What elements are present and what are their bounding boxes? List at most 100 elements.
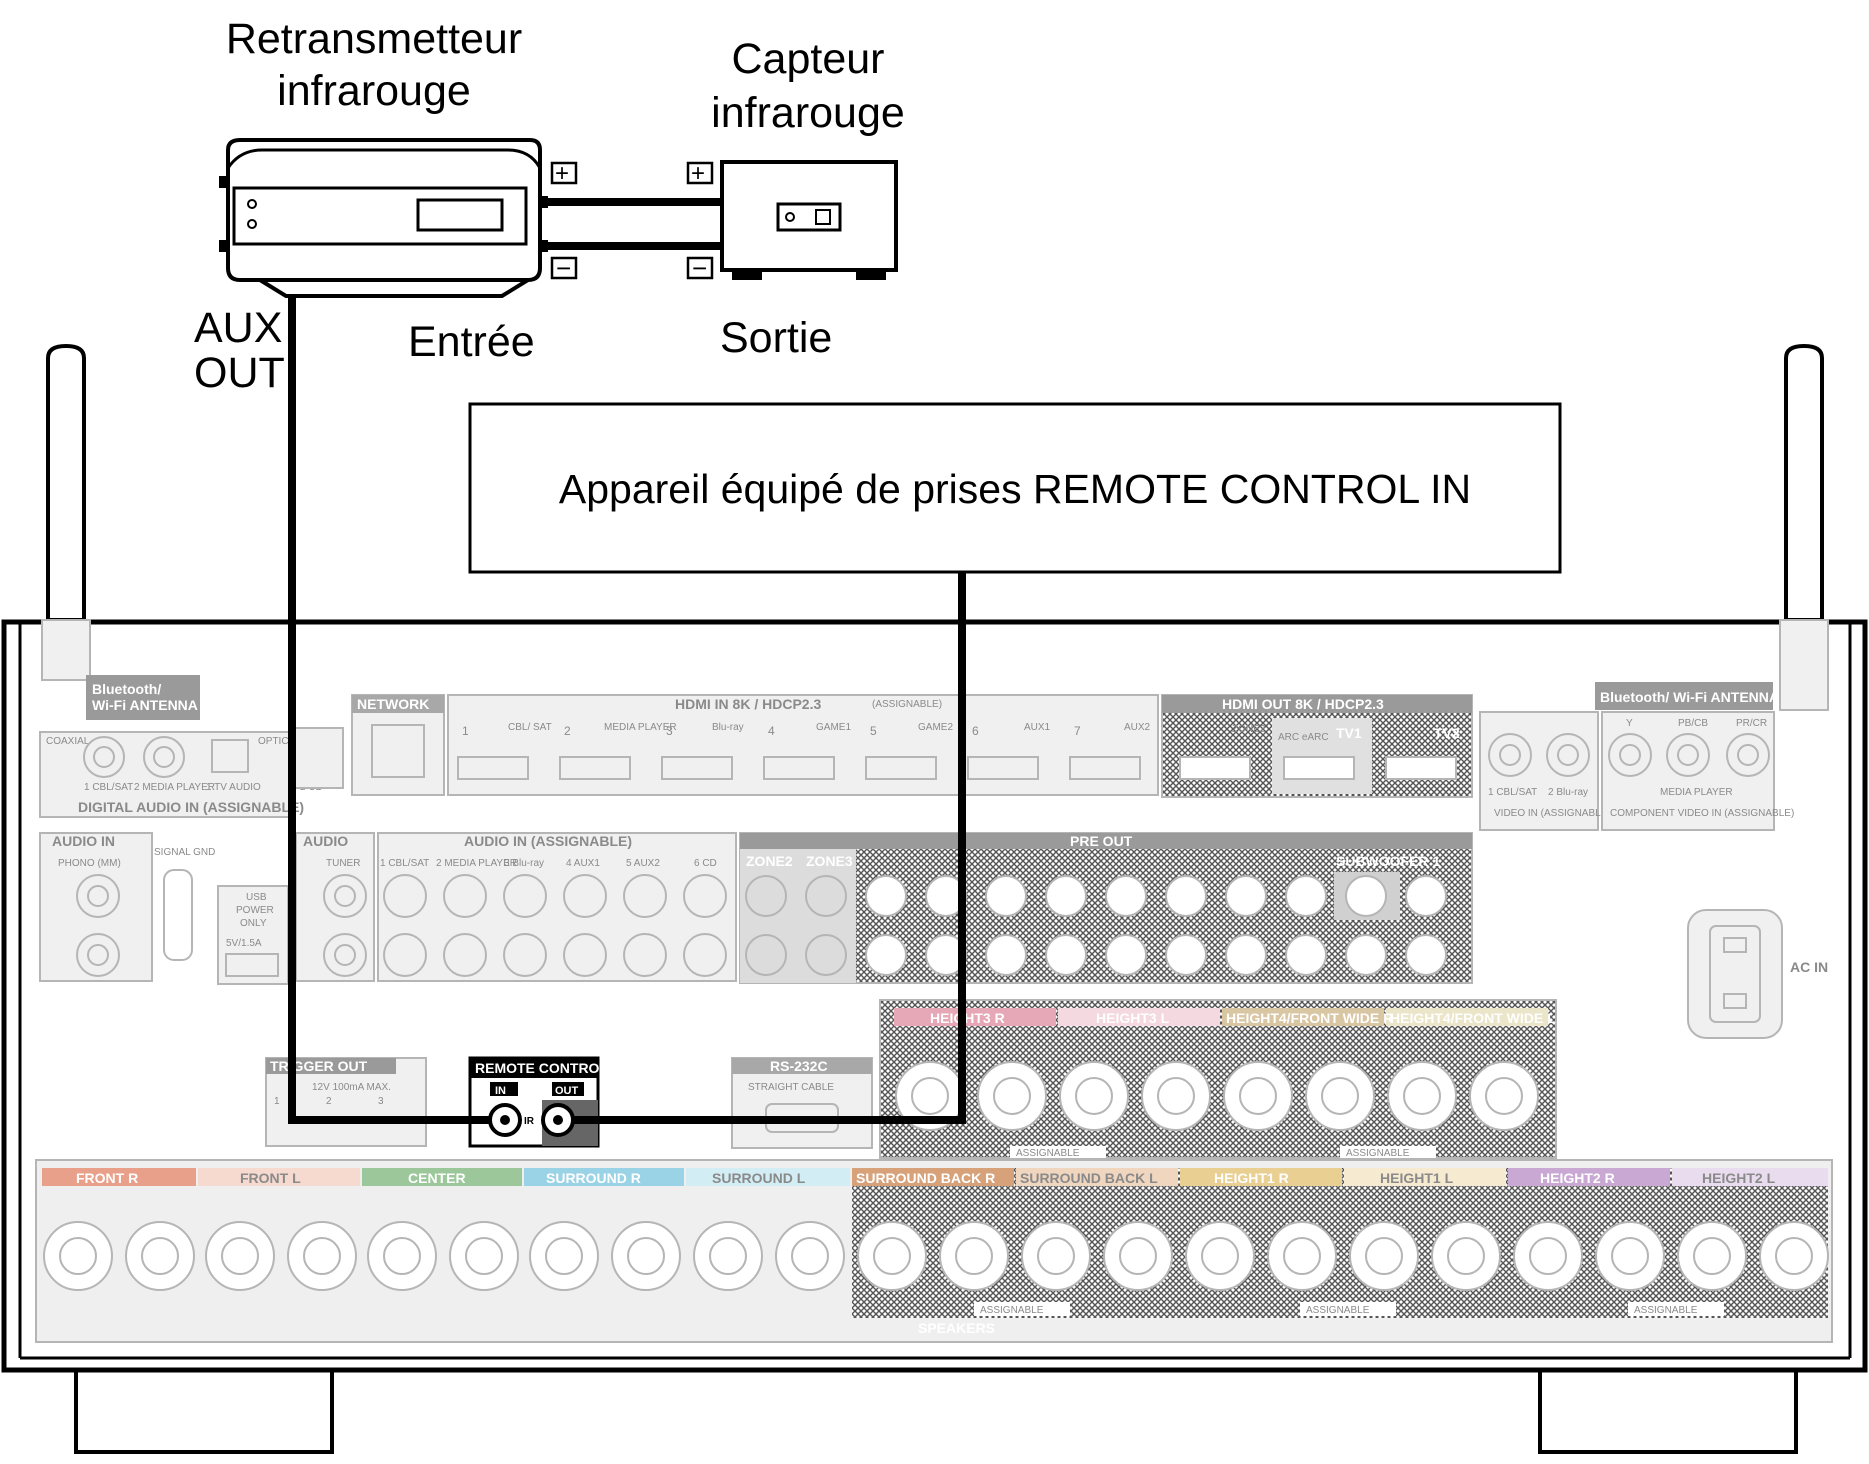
speaker-height2-r: HEIGHT2 R — [1540, 1170, 1615, 1186]
video-label-2: 2 Blu-ray — [1548, 787, 1588, 798]
speaker-height1-l: HEIGHT1 L — [1380, 1170, 1454, 1186]
height-upper-speaker-section: HEIGHT3 R HEIGHT3 L HEIGHT4/FRONT WIDE R… — [879, 999, 1557, 1159]
height3-l-label: HEIGHT3 L — [1096, 1010, 1170, 1026]
straight-cable-label: STRAIGHT CABLE — [748, 1082, 834, 1093]
hdmi-in-6-label: AUX1 — [1024, 722, 1051, 733]
wiring — [288, 198, 966, 1124]
hdmi-out-tv1: TV1 — [1336, 725, 1362, 741]
hdmi-in-7-label: AUX2 — [1124, 722, 1151, 733]
digital-label-cbl: 1 CBL/SAT — [84, 782, 133, 793]
sensor-label-2: infrarouge — [711, 89, 905, 137]
speaker-front-r: FRONT R — [76, 1170, 138, 1186]
optical-label: OPTICAL — [258, 736, 301, 747]
pre-out-zone3: ZONE3 — [806, 853, 853, 869]
speakers-label: SPEAKERS — [918, 1320, 995, 1336]
hdmi-out-zone2: ZONE2 — [1232, 724, 1266, 735]
usb-label-2: POWER — [236, 905, 274, 916]
assignable-label-1: ASSIGNABLE — [980, 1305, 1044, 1316]
assignable-label-upper-1: ASSIGNABLE — [1016, 1148, 1080, 1159]
speaker-center: CENTER — [408, 1170, 466, 1186]
signal-gnd-label: SIGNAL GND — [154, 847, 215, 858]
speaker-surround-back-l: SURROUND BACK L — [1020, 1170, 1158, 1186]
bt-antenna-label-left-1: Bluetooth/ — [92, 681, 161, 697]
output-label: Sortie — [720, 314, 832, 362]
video-in-label: VIDEO IN (ASSIGNABLE) — [1494, 808, 1611, 819]
hdmi-out-label: HDMI OUT 8K / HDCP2.3 — [1222, 696, 1384, 712]
phono-label: PHONO (MM) — [58, 858, 121, 869]
trigger-spec: 12V 100mA MAX. — [312, 1082, 391, 1093]
remote-in-label: IN — [495, 1085, 506, 1097]
pre-out-zone2: ZONE2 — [746, 853, 793, 869]
hdmi-in-3: 3 — [666, 724, 673, 738]
remote-out-to-device-cable — [572, 568, 966, 1124]
hdmi-in-5: 5 — [870, 724, 877, 738]
speaker-height2-l: HEIGHT2 L — [1702, 1170, 1776, 1186]
pre-out-section: PRE OUT ZONE2 ZONE3 SUBWOOFER 1 — [739, 832, 1473, 984]
height3-r-label: HEIGHT3 R — [930, 1010, 1005, 1026]
hdmi-in-4: 4 — [768, 724, 775, 738]
pre-out-subwoofer1: SUBWOOFER 1 — [1336, 853, 1440, 869]
hdmi-in-7: 7 — [1074, 724, 1081, 738]
aux-out-label-1: AUX — [194, 304, 282, 352]
network-section: NETWORK — [351, 694, 445, 796]
pre-out-label: PRE OUT — [1070, 833, 1133, 849]
network-label: NETWORK — [357, 696, 429, 712]
height4-r-label: HEIGHT4/FRONT WIDE R — [1226, 1010, 1393, 1026]
speaker-surround-l: SURROUND L — [712, 1170, 806, 1186]
assignable-label-3: ASSIGNABLE — [1634, 1305, 1698, 1316]
right-foot — [1538, 1368, 1798, 1454]
hdmi-in-6: 6 — [972, 724, 979, 738]
remote-control-label: REMOTE CONTROL — [475, 1060, 608, 1076]
audio-in-3: 3 Blu-ray — [504, 858, 544, 869]
digital-audio-label: DIGITAL AUDIO IN (ASSIGNABLE) — [78, 799, 304, 815]
usb-label-1: USB — [246, 892, 267, 903]
repeater-minus: − — [556, 253, 571, 283]
rs232c-section: RS-232C STRAIGHT CABLE — [731, 1057, 873, 1149]
right-antenna — [1779, 343, 1829, 711]
repeater-label-1: Retransmetteur — [226, 15, 522, 63]
audio-in-2: 2 MEDIA PLAYER — [436, 858, 517, 869]
digital-label-tv: 1 TV AUDIO — [206, 782, 261, 793]
digital-audio-section: COAXIAL OPTICAL 1 CBL/SAT 2 MEDIA PLAYER… — [39, 727, 344, 818]
coaxial-label: COAXIAL — [46, 736, 90, 747]
audio-in-1: 1 CBL/SAT — [380, 858, 429, 869]
height4-l-label: HEIGHT4/FRONT WIDE L — [1390, 1010, 1556, 1026]
hdmi-in-2: 2 — [564, 724, 571, 738]
rs232c-label: RS-232C — [770, 1058, 828, 1074]
video-section: 1 CBL/SAT 2 Blu-ray VIDEO IN (ASSIGNABLE… — [1479, 711, 1794, 831]
component-pb: PB/CB — [1678, 718, 1708, 729]
ir-repeater-device — [219, 138, 548, 298]
hdmi-out-tv2: TV2 — [1434, 725, 1460, 741]
receiver-rear-panel: Bluetooth/ Wi-Fi ANTENNA Bluetooth/ Wi-F… — [1, 343, 1868, 1454]
ir-sensor-device — [720, 160, 898, 280]
bt-antenna-label-right: Bluetooth/ Wi-Fi ANTENNA — [1600, 689, 1779, 705]
ac-in-section: AC IN — [1687, 909, 1828, 1039]
remote-out-label: OUT — [555, 1085, 579, 1097]
speaker-binding-posts — [43, 1221, 1829, 1291]
speaker-height1-r: HEIGHT1 R — [1214, 1170, 1289, 1186]
tuner-label: TUNER — [326, 858, 360, 869]
assignable-label-2: ASSIGNABLE — [1306, 1305, 1370, 1316]
aux-out-to-remote-in-cable — [288, 290, 490, 1124]
audio-in-4: 4 AUX1 — [566, 858, 600, 869]
sensor-label-1: Capteur — [732, 35, 885, 83]
trigger-1: 1 — [274, 1096, 280, 1107]
hdmi-in-2-label: MEDIA PLAYER — [604, 722, 677, 733]
assignable-label-upper-2: ASSIGNABLE — [1346, 1148, 1410, 1159]
bt-antenna-label-left-2: Wi-Fi ANTENNA — [92, 697, 198, 713]
speaker-terminal-section: FRONT R FRONT L CENTER SURROUND R SURROU… — [35, 1159, 1833, 1343]
hdmi-out-section: HDMI OUT 8K / HDCP2.3 ZONE2 ARC eARC TV1… — [1161, 694, 1473, 798]
hdmi-in-4-label: GAME1 — [816, 722, 851, 733]
left-antenna — [41, 343, 91, 681]
hdmi-in-section: HDMI IN 8K / HDCP2.3 (ASSIGNABLE) 1 CBL/… — [447, 694, 1159, 796]
polarity-markers: + − + − — [550, 160, 714, 283]
aux-out-label-2: OUT — [194, 349, 285, 397]
audio-in-6: 6 CD — [694, 858, 717, 869]
component-video-label: COMPONENT VIDEO IN (ASSIGNABLE) — [1610, 808, 1794, 819]
component-y: Y — [1626, 718, 1633, 729]
trigger-label: TRIGGER OUT — [270, 1058, 368, 1074]
usb-label-3: ONLY — [240, 918, 267, 929]
remote-control-in-device-box: Appareil équipé de prises REMOTE CONTROL… — [468, 402, 1562, 574]
speaker-front-l: FRONT L — [240, 1170, 301, 1186]
